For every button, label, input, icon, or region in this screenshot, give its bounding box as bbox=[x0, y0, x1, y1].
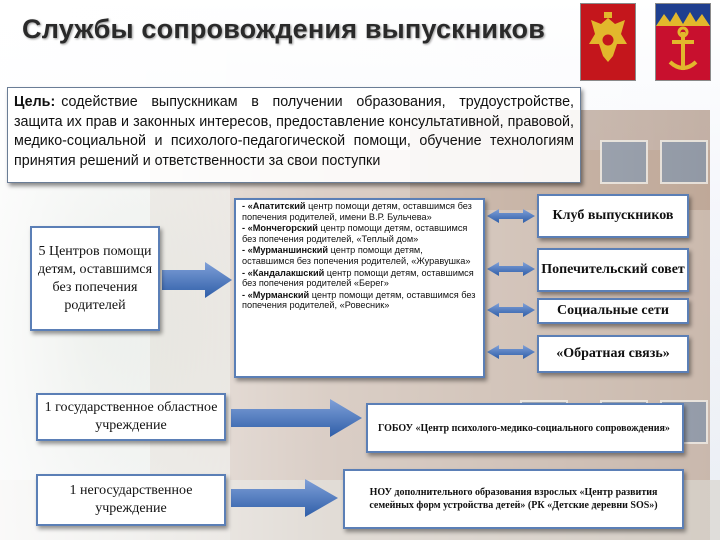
goal-panel: Цель:содействие выпускникам в получении … bbox=[7, 87, 581, 183]
list-item-description: центр помощи детям, оставшимся без попеч… bbox=[242, 223, 468, 244]
social-networks-box: Социальные сети bbox=[537, 298, 689, 324]
trustee-council-box: Попечительский совет bbox=[537, 248, 689, 292]
goal-text: Цель:содействие выпускникам в получении … bbox=[14, 93, 574, 171]
nonstate-institution-box: 1 негосударственное учреждение bbox=[36, 474, 226, 526]
centers-list: - «Апатитский центр помощи детям, оставш… bbox=[234, 198, 485, 378]
feedback-box: «Обратная связь» bbox=[537, 335, 689, 373]
state-institution-box: 1 государственное областное учреждение bbox=[36, 393, 226, 441]
list-item: - «Мурманшинский центр помощи детям, ост… bbox=[242, 245, 477, 266]
list-item-name: - «Апатитский bbox=[242, 201, 306, 211]
list-item: - «Мончегорский центр помощи детям, оста… bbox=[242, 223, 477, 244]
murmansk-coat-of-arms-icon bbox=[655, 3, 711, 81]
list-item-name: - «Мончегорский bbox=[242, 223, 318, 234]
list-item: - «Кандалакшский центр помощи детям, ост… bbox=[242, 268, 477, 289]
graduates-club-box: Клуб выпускников bbox=[537, 194, 689, 238]
nou-box: НОУ дополнительного образования взрослых… bbox=[343, 469, 684, 529]
gobou-box: ГОБОУ «Центр психолого-медико-социальног… bbox=[366, 403, 684, 453]
russia-coat-of-arms-icon bbox=[580, 3, 636, 81]
list-item-description: центр помощи детям, оставшимся без попеч… bbox=[242, 267, 474, 289]
list-item-description: центр помощи детям, оставшимся без попеч… bbox=[242, 245, 471, 266]
centers-count-box: 5 Центров помощи детям, оставшимся без п… bbox=[30, 226, 160, 331]
goal-label: Цель: bbox=[14, 94, 56, 110]
goal-description: содействие выпускникам в получении образ… bbox=[14, 94, 574, 169]
page-title: Службы сопровождения выпускников bbox=[22, 14, 546, 44]
list-item-name: - «Мурманшинский bbox=[242, 245, 329, 256]
list-item-name: - «Кандалакшский bbox=[242, 267, 325, 278]
list-item-name: - «Мурманский bbox=[242, 289, 310, 300]
list-item-description: центр помощи детям, оставшимся без попеч… bbox=[242, 289, 476, 311]
list-item: - «Мурманский центр помощи детям, оставш… bbox=[242, 290, 477, 311]
list-item: - «Апатитский центр помощи детям, оставш… bbox=[242, 201, 477, 222]
list-item-description: центр помощи детям, оставшимся без попеч… bbox=[242, 201, 472, 222]
